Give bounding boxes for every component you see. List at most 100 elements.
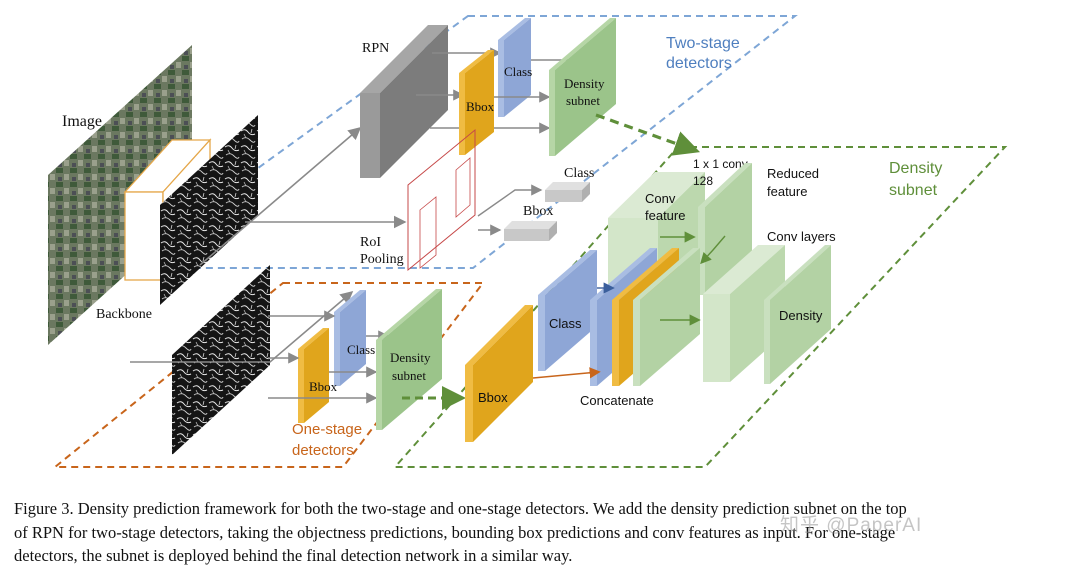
bbox-to-concat-arrow	[532, 367, 601, 379]
os-bbox-front	[298, 349, 304, 423]
roi-to-class-line	[477, 184, 543, 217]
density-subnet-title-1: Density	[889, 160, 942, 177]
image-label: Image	[62, 113, 102, 130]
os-density-side	[382, 289, 442, 430]
conv-feature-block-top	[608, 172, 705, 218]
os-bbox-side	[304, 328, 329, 423]
roi-bbox-box	[504, 229, 549, 241]
conv-layers-front	[703, 294, 730, 382]
os-class-top	[334, 290, 366, 312]
ts-bbox-side	[465, 50, 494, 155]
os-class-front	[334, 312, 340, 386]
big-class-front	[538, 295, 545, 371]
rpn-label: RPN	[362, 41, 389, 56]
conv-layers-top	[703, 245, 785, 294]
conv-layers-side	[730, 245, 785, 382]
big-bbox-label: Bbox	[478, 390, 508, 405]
conv1x1-label-1: 1 x 1 conv	[693, 157, 748, 171]
big-class-top	[538, 250, 597, 295]
big-class-label: Class	[549, 316, 582, 331]
roi-bbox-label: Bbox	[523, 204, 553, 219]
os-bbox-top	[298, 328, 329, 349]
caption-line-3: detectors, the subnet is deployed behind…	[14, 546, 573, 565]
big-bbox-side	[473, 305, 533, 442]
watermark: 知乎 @PaperAI	[780, 515, 923, 536]
density-output-top	[764, 245, 831, 300]
os-class-label: Class	[347, 342, 375, 357]
ts-class-front	[498, 40, 504, 117]
roi-class-label: Class	[564, 166, 594, 181]
ts-density-label-2: subnet	[566, 93, 600, 108]
conv-feature-label-2: feature	[645, 208, 685, 223]
big-bbox-front	[465, 365, 473, 442]
roi-proposal-box	[407, 128, 476, 272]
concat-blue-front	[590, 300, 597, 386]
ts-bbox-front	[459, 73, 465, 155]
ts-density-label-1: Density	[564, 76, 605, 91]
big-class-side	[545, 250, 597, 371]
two-stage-label-1: Two-stage	[666, 35, 740, 52]
concat-green-side	[640, 248, 700, 386]
os-density-front	[376, 340, 382, 430]
input-image	[48, 45, 192, 345]
ts-density-top	[549, 18, 616, 70]
big-bbox-top	[465, 305, 533, 365]
conv-feature-label-1: Conv	[645, 191, 676, 206]
rpn-block-side	[380, 25, 448, 178]
two-stage-region	[116, 15, 798, 269]
ts-class-top	[498, 18, 531, 40]
concat-green-front	[633, 300, 640, 386]
one-stage-label-2: detectors	[292, 442, 354, 459]
ts-class-side	[504, 18, 531, 117]
ts-bbox-label: Bbox	[466, 99, 495, 114]
one-stage-region	[52, 282, 486, 468]
rpn-block-top	[360, 25, 448, 93]
roi-inner-box-2	[455, 157, 471, 218]
caption-line-1: Figure 3. Density prediction framework f…	[14, 499, 907, 518]
roi-class-box-top	[545, 182, 590, 190]
backbone-to-rpn-line	[199, 126, 362, 266]
concat-green-top	[633, 248, 700, 300]
reduced-feature-front	[698, 207, 705, 295]
backbone-front	[124, 191, 164, 281]
conv1x1-label-2: 128	[693, 174, 713, 188]
concatenate-label: Concatenate	[580, 393, 654, 408]
os-density-top	[376, 289, 442, 340]
os-density-label-1: Density	[390, 350, 431, 365]
density-output-side	[770, 245, 831, 384]
reduced-feature-label-2: feature	[767, 184, 807, 199]
reduced-feature-top	[698, 163, 752, 207]
framework-diagram: Image Backbone RPN Class Bbox Density su…	[48, 15, 1008, 468]
os-class-side	[340, 290, 366, 386]
roi-bbox-box-side	[549, 221, 557, 241]
rpn-block-front	[360, 93, 380, 178]
density-output-front	[764, 300, 770, 384]
roi-class-box	[545, 190, 582, 202]
conv-layers-label: Conv layers	[767, 229, 836, 244]
feature-map-top	[160, 115, 258, 305]
concat-orange-top	[612, 248, 679, 300]
density-output-label: Density	[779, 308, 823, 323]
reduced-feature-label-1: Reduced	[767, 166, 819, 181]
density-subnet-title-2: subnet	[889, 182, 938, 199]
ts-class-label: Class	[504, 64, 532, 79]
feature-map-bottom	[172, 265, 270, 455]
os-bbox-label: Bbox	[309, 379, 338, 394]
figure-caption: Figure 3. Density prediction framework f…	[14, 497, 1064, 568]
one-stage-label-1: One-stage	[292, 421, 362, 438]
caption-line-2: of RPN for two-stage detectors, taking t…	[14, 522, 896, 542]
roi-label-2: Pooling	[360, 252, 404, 267]
os-density-label-2: subnet	[392, 368, 426, 383]
ts-bbox-top	[459, 50, 494, 73]
density-subnet-arrow-top	[595, 113, 701, 156]
ts-density-front	[549, 70, 555, 156]
ts-density-side	[555, 18, 616, 156]
backbone-label: Backbone	[96, 307, 152, 322]
two-stage-label-2: detectors	[666, 55, 732, 72]
roi-label-1: RoI	[360, 235, 381, 250]
roi-inner-box-1	[419, 196, 437, 269]
reduced-to-layers-arrow	[700, 235, 726, 265]
roi-bbox-box-top	[504, 221, 557, 229]
concat-orange-front	[612, 300, 619, 386]
roi-class-box-side	[582, 182, 590, 202]
